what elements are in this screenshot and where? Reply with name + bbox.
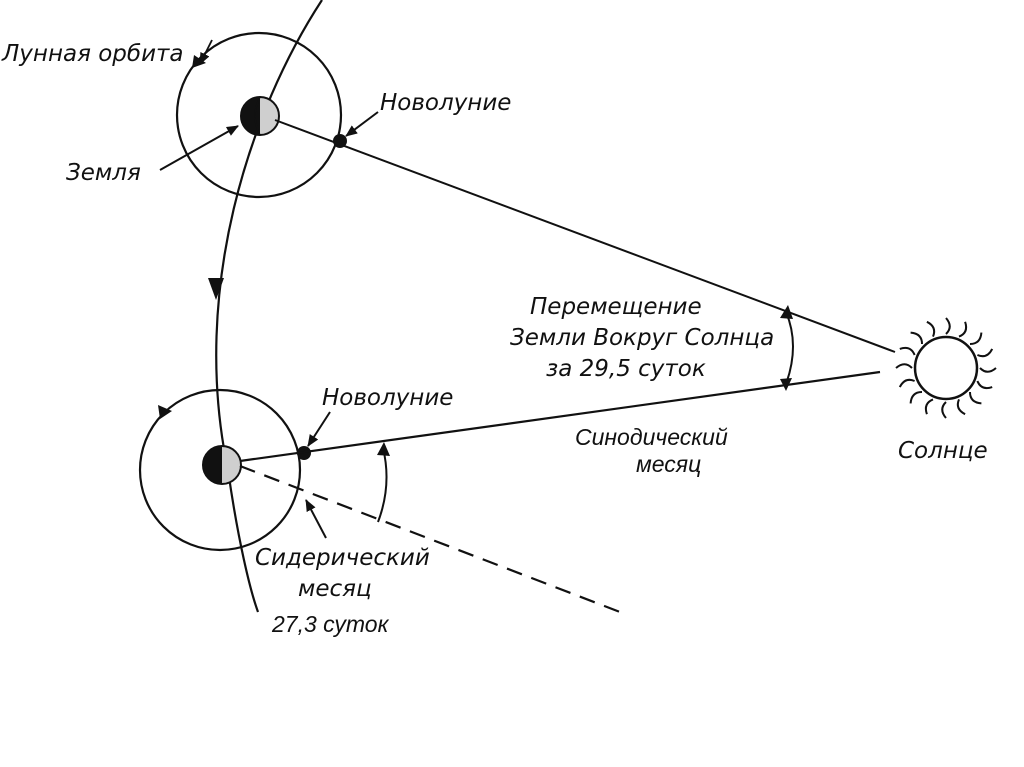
displacement-label-line3: за 29,5 суток bbox=[546, 356, 706, 382]
sidereal-label-line1: Сидерический bbox=[255, 545, 430, 571]
sidereal-days-label: 27,3 суток bbox=[271, 611, 390, 637]
new-moon-label-bottom: Новолуние bbox=[322, 385, 453, 411]
earth-orbit-arc bbox=[216, 0, 322, 612]
sun-ray bbox=[959, 322, 966, 337]
synodic-label-line2: месяц bbox=[636, 451, 701, 477]
sun-ray bbox=[980, 368, 996, 372]
sun-ray bbox=[911, 392, 922, 403]
earth-icon-bottom bbox=[203, 446, 241, 484]
earth-icon bbox=[241, 97, 279, 135]
sun-ray bbox=[926, 399, 933, 414]
sun-ray bbox=[911, 333, 922, 344]
sidereal-label-line2: месяц bbox=[298, 576, 372, 602]
sun-ray bbox=[970, 392, 981, 403]
arrow-to-earth bbox=[160, 126, 238, 170]
sun-icon bbox=[896, 318, 996, 418]
sun-ray bbox=[970, 333, 981, 344]
sun-ray bbox=[896, 364, 912, 368]
arrow-to-sidereal-month bbox=[306, 500, 326, 538]
sun-ray bbox=[927, 322, 934, 337]
sun-ray bbox=[977, 381, 992, 388]
earth-label: Земля bbox=[66, 160, 141, 186]
sidereal-reference-dashed-line bbox=[240, 466, 620, 612]
displacement-label-line1: Перемещение bbox=[530, 294, 702, 320]
displacement-angle-arc bbox=[786, 312, 793, 384]
arrow-to-new-moon-top bbox=[346, 112, 378, 136]
synodic-angle-arrow-icon bbox=[377, 442, 390, 456]
displacement-label-line2: Земли Вокруг Солнца bbox=[510, 325, 774, 351]
sun-ray bbox=[977, 349, 992, 356]
new-moon-label-top: Новолуние bbox=[380, 90, 511, 116]
lunar-orbit-label: Лунная орбита bbox=[1, 41, 184, 67]
sun-ray bbox=[946, 318, 950, 334]
synodic-label-line1: Синодический bbox=[575, 424, 728, 450]
sun-ray bbox=[900, 348, 915, 355]
sun-ray bbox=[942, 402, 946, 418]
sun-ray bbox=[900, 380, 915, 387]
arrow-to-lunar-orbit bbox=[200, 40, 212, 64]
displacement-angle-arrow-up-icon bbox=[780, 305, 793, 319]
earth-orbit-direction-arrow-icon bbox=[208, 278, 224, 300]
sun-ray bbox=[958, 399, 965, 414]
earth-position-bottom bbox=[140, 390, 311, 550]
synodic-extra-angle-arc bbox=[378, 448, 387, 522]
sun-label: Солнце bbox=[898, 438, 988, 464]
arrow-to-new-moon-bottom bbox=[308, 412, 330, 446]
